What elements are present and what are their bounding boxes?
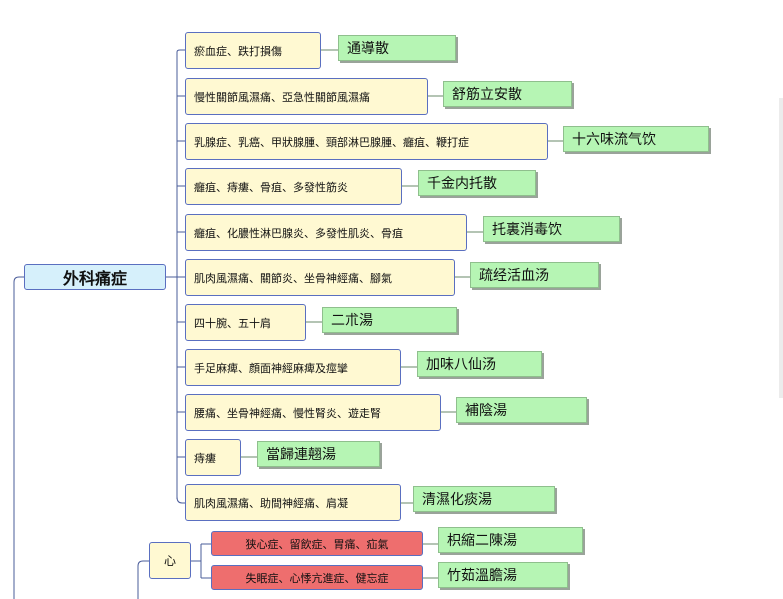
remedy-node[interactable]: 疏经活血汤	[470, 262, 599, 288]
condition-node[interactable]: 肌肉風濕痛、關節炎、坐骨神經痛、腳氣	[185, 259, 455, 296]
condition-node[interactable]: 乳腺症、乳癌、甲狀腺腫、頸部淋巴腺腫、癰疽、鞭打症	[185, 123, 548, 160]
condition-node[interactable]: 四十腕、五十肩	[185, 304, 306, 341]
condition-label: 失眠症、心悸亢進症、健忘症	[245, 571, 389, 585]
remedy-label: 托裏消毒饮	[492, 222, 562, 238]
remedy-node[interactable]: 枳縮二陳湯	[438, 527, 583, 553]
category-label: 心	[163, 554, 176, 568]
condition-label: 瘀血症、跌打損傷	[194, 44, 282, 58]
condition-label: 腰痛、坐骨神經痛、慢性腎炎、遊走腎	[194, 406, 381, 420]
remedy-label: 二朮湯	[331, 313, 373, 329]
remedy-label: 千金内托散	[427, 176, 497, 192]
remedy-node[interactable]: 清濕化痰湯	[413, 486, 555, 512]
condition-node[interactable]: 癰疽、化膿性淋巴腺炎、多發性肌炎、骨疽	[185, 214, 467, 251]
condition-label: 狭心症、留飲症、胃痛、疝氣	[245, 537, 389, 551]
condition-label: 四十腕、五十肩	[194, 316, 271, 330]
remedy-label: 清濕化痰湯	[422, 492, 492, 508]
condition-node[interactable]: 慢性關節風濕痛、亞急性關節風濕痛	[185, 78, 428, 115]
remedy-node[interactable]: 加味八仙汤	[417, 351, 542, 377]
remedy-node[interactable]: 十六味流气饮	[563, 126, 709, 152]
condition-node[interactable]: 腰痛、坐骨神經痛、慢性腎炎、遊走腎	[185, 394, 441, 431]
remedy-label: 當歸連翹湯	[266, 447, 336, 463]
remedy-node[interactable]: 當歸連翹湯	[257, 441, 380, 467]
condition-node[interactable]: 痔瘻	[185, 439, 241, 476]
condition-label: 手足麻痺、顔面神經麻痺及痙攣	[194, 361, 348, 375]
remedy-node[interactable]: 千金内托散	[418, 170, 536, 196]
category-surgical-pain[interactable]: 外科痛症	[24, 264, 166, 290]
condition-node[interactable]: 狭心症、留飲症、胃痛、疝氣	[211, 531, 423, 556]
remedy-node[interactable]: 二朮湯	[322, 307, 457, 333]
condition-node[interactable]: 瘀血症、跌打損傷	[185, 32, 321, 69]
remedy-label: 舒筋立安散	[452, 87, 522, 103]
condition-label: 慢性關節風濕痛、亞急性關節風濕痛	[194, 90, 370, 104]
remedy-label: 十六味流气饮	[572, 132, 656, 148]
condition-node[interactable]: 手足麻痺、顔面神經麻痺及痙攣	[185, 349, 401, 386]
condition-label: 癰疽、化膿性淋巴腺炎、多發性肌炎、骨疽	[194, 226, 403, 240]
condition-label: 乳腺症、乳癌、甲狀腺腫、頸部淋巴腺腫、癰疽、鞭打症	[194, 135, 469, 149]
category-label: 外科痛症	[62, 269, 127, 288]
scrollbar-track[interactable]	[779, 98, 783, 398]
condition-label: 痔瘻	[194, 451, 216, 465]
condition-label: 肌肉風濕痛、助間神經痛、肩凝	[194, 496, 348, 510]
remedy-node[interactable]: 竹茹溫膽湯	[438, 562, 568, 588]
category-heart[interactable]: 心	[149, 542, 191, 579]
remedy-label: 疏经活血汤	[479, 268, 549, 284]
remedy-label: 枳縮二陳湯	[447, 533, 517, 549]
remedy-node[interactable]: 通導散	[338, 35, 456, 61]
remedy-label: 通導散	[347, 41, 389, 57]
remedy-label: 加味八仙汤	[426, 357, 496, 373]
remedy-node[interactable]: 補陰湯	[456, 397, 587, 423]
remedy-label: 竹茹溫膽湯	[447, 568, 517, 584]
condition-node[interactable]: 癰疽、痔瘻、骨疽、多發性筋炎	[185, 168, 402, 205]
condition-label: 癰疽、痔瘻、骨疽、多發性筋炎	[194, 180, 348, 194]
condition-node[interactable]: 肌肉風濕痛、助間神經痛、肩凝	[185, 484, 401, 521]
remedy-node[interactable]: 托裏消毒饮	[483, 216, 620, 242]
condition-node[interactable]: 失眠症、心悸亢進症、健忘症	[211, 565, 423, 590]
remedy-node[interactable]: 舒筋立安散	[443, 81, 572, 107]
condition-label: 肌肉風濕痛、關節炎、坐骨神經痛、腳氣	[194, 271, 392, 285]
remedy-label: 補陰湯	[465, 403, 507, 419]
